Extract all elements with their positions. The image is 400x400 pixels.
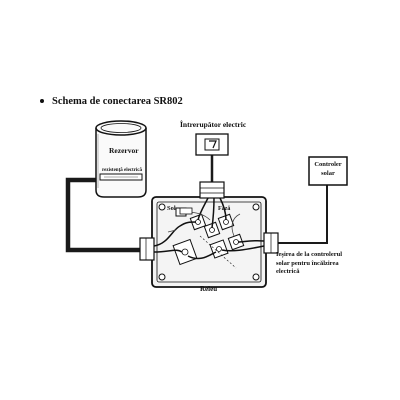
diagram-title: Schema de conectarea SR802 xyxy=(40,96,183,107)
heater-label: rezistenţă electrică xyxy=(102,168,143,173)
tank-label: Rezervor xyxy=(109,146,139,155)
sol-label: Sol xyxy=(167,205,176,212)
solar-controller xyxy=(308,156,348,186)
screw-top-left xyxy=(158,203,166,211)
sol-terminal xyxy=(179,207,193,215)
controller-label: Controler solar xyxy=(312,160,344,178)
relay-label: Releu xyxy=(200,285,218,293)
phase-label: Fază xyxy=(218,206,231,212)
bullet-icon xyxy=(40,98,44,103)
output-label-line1: Ieşirea de la controlerul xyxy=(276,251,343,258)
output-label: Ieşirea de la controlerul solar pentru î… xyxy=(276,251,342,277)
controller-label-line1: Controler xyxy=(314,161,342,168)
left-cable-gland xyxy=(139,237,155,261)
output-label-line3: electrică xyxy=(276,268,300,275)
tank xyxy=(95,120,147,198)
screw-bottom-left xyxy=(158,273,166,281)
terminal-block xyxy=(172,207,245,266)
electric-switch xyxy=(195,133,229,156)
controller-cable xyxy=(268,184,328,244)
relay-box xyxy=(139,181,279,288)
screw-bottom-right xyxy=(252,273,260,281)
output-label-line2: solar pentru încălzirea xyxy=(276,259,339,267)
top-cable-gland xyxy=(199,181,225,199)
tank-cable xyxy=(65,177,146,253)
diagram-title-text: Schema de conectarea SR802 xyxy=(52,96,183,107)
internal-wires xyxy=(153,197,265,260)
controller-label-line2: solar xyxy=(321,170,335,177)
switch-label: Întrerupător electric xyxy=(180,120,247,129)
screw-top-right xyxy=(252,203,260,211)
